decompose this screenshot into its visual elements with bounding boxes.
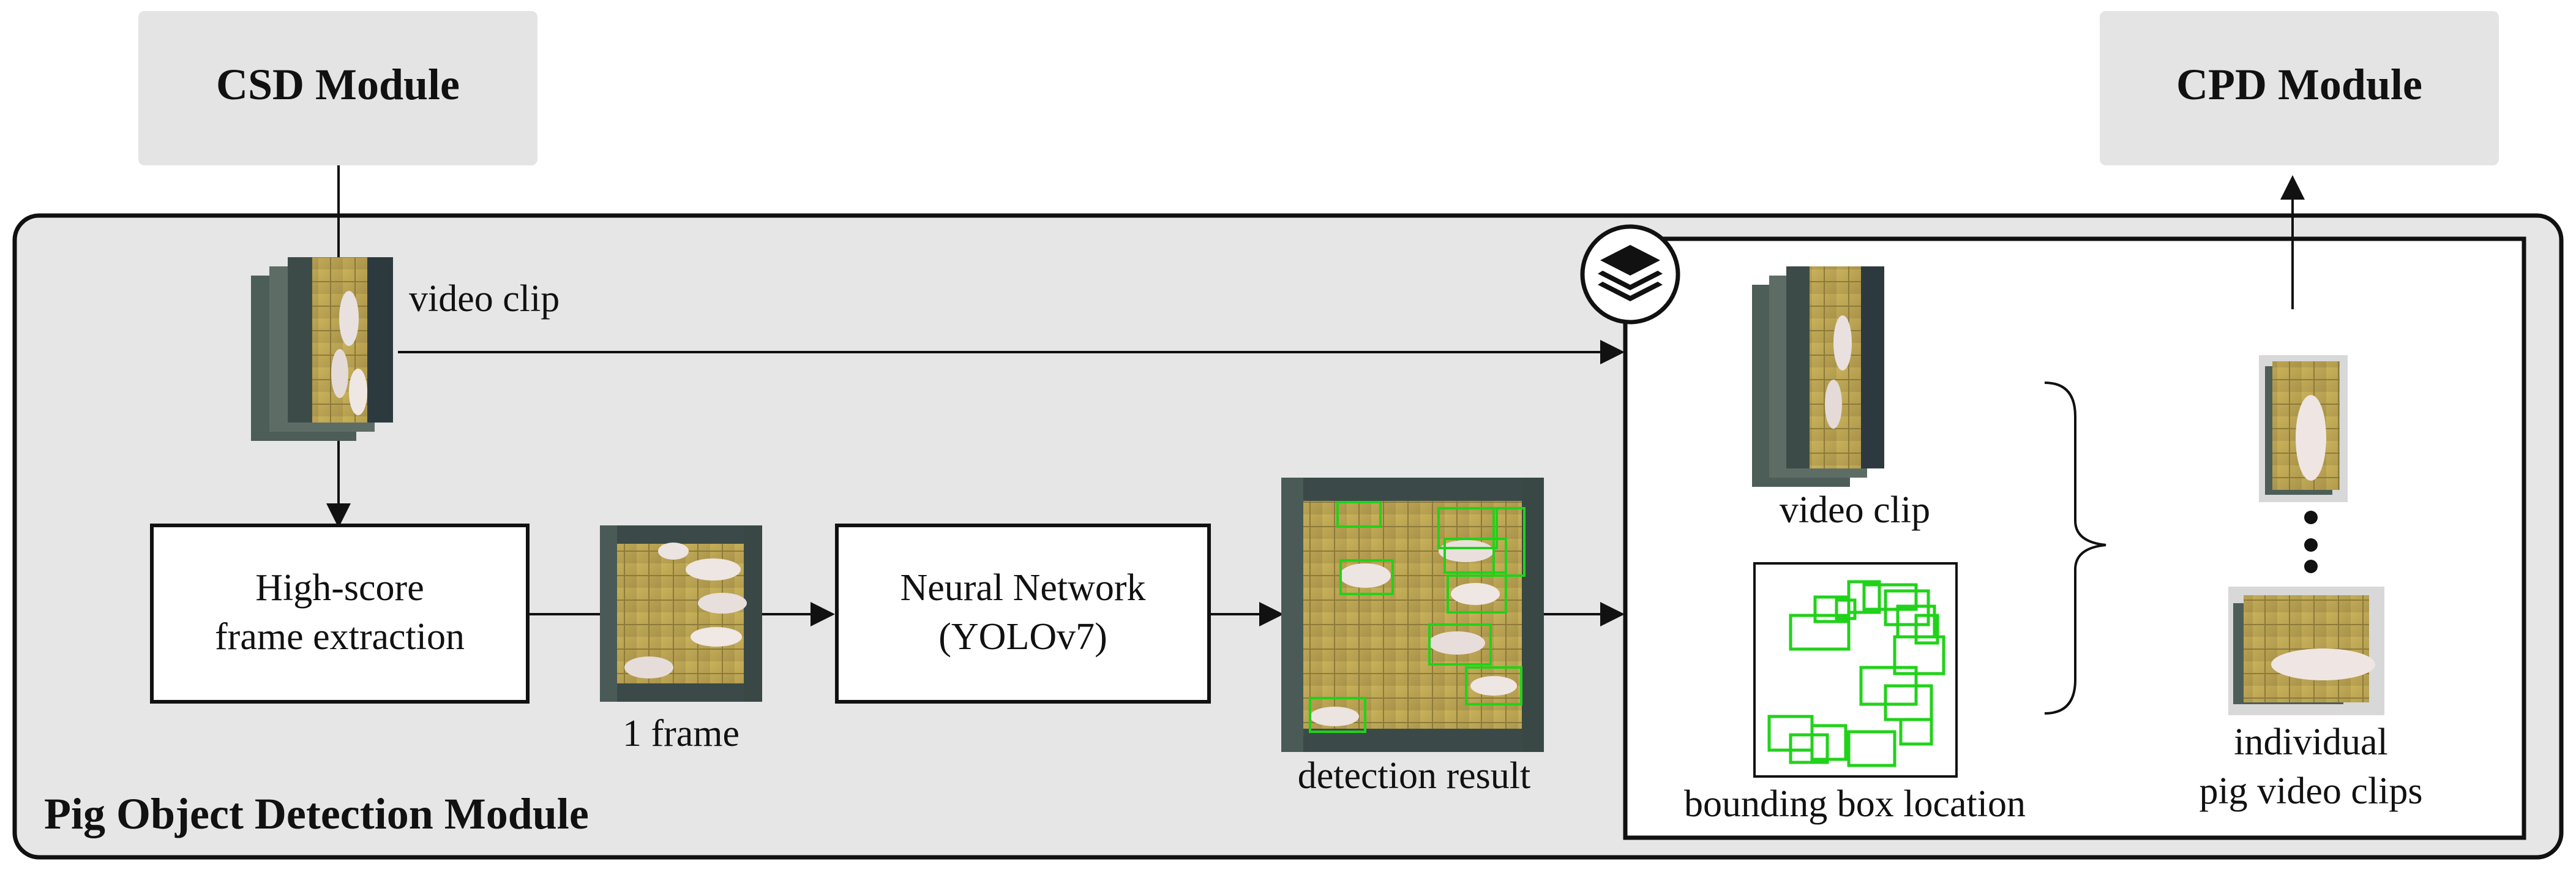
individual-pig-clip-top: [2259, 355, 2348, 502]
bounding-box-location-image: [1767, 580, 1945, 767]
csd-module-box: [138, 11, 537, 165]
bounding-box-location-label: bounding box location: [1684, 783, 2026, 825]
layers-icon: [1580, 224, 1680, 325]
neural-network-label: Neural Network (YOLOv7): [837, 563, 1209, 661]
neural-network-box: [835, 524, 1211, 704]
detection-result-label: detection result: [1297, 755, 1531, 797]
input-video-clip-image: [251, 257, 393, 441]
output-video-clip-image: [1752, 266, 1884, 487]
frame-extraction-box: [150, 524, 530, 704]
individual-clips-label: individual pig video clips: [2155, 718, 2467, 816]
cpd-module-title: CPD Module: [2176, 60, 2422, 109]
vertical-ellipsis-icon: [2304, 511, 2318, 573]
pig-detection-module-title: Pig Object Detection Module: [44, 789, 589, 838]
neural-network-line1: Neural Network: [900, 567, 1146, 609]
video-clip-input-label: video clip: [409, 278, 560, 320]
individual-pig-clip-bottom: [2228, 587, 2384, 715]
individual-clips-line1: individual: [2234, 721, 2388, 763]
one-frame-label: 1 frame: [622, 713, 740, 754]
cpd-module-box: [2100, 11, 2499, 165]
video-clip-output-label: video clip: [1779, 489, 1931, 531]
grouping-brace: [2044, 382, 2106, 715]
frame-extraction-line1: High-score: [255, 567, 424, 609]
frame-extraction-label: High-score frame extraction: [152, 563, 528, 661]
individual-clips-line2: pig video clips: [2199, 770, 2423, 812]
single-frame-image: [600, 525, 762, 702]
frame-extraction-line2: frame extraction: [215, 616, 465, 658]
detection-result-image: [1281, 478, 1544, 752]
csd-module-title: CSD Module: [215, 60, 460, 109]
neural-network-line2: (YOLOv7): [938, 616, 1107, 658]
